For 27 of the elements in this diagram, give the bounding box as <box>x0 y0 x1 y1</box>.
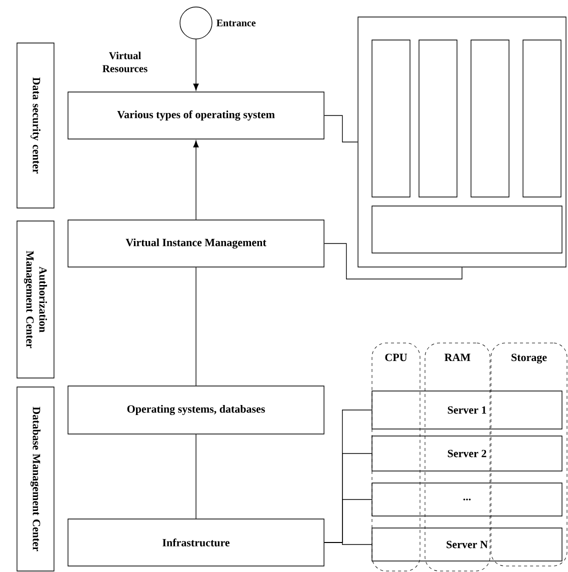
connector <box>324 115 358 142</box>
server-box: Server N <box>372 528 562 562</box>
software-box <box>470 40 510 198</box>
connector <box>193 140 199 220</box>
connector <box>324 542 372 545</box>
center-box: Authorization Management Center <box>16 220 54 378</box>
software-box <box>522 40 562 198</box>
resource-region: Storage <box>490 342 568 566</box>
software-box <box>418 40 458 198</box>
process-box: Operating systems, databases <box>68 386 324 434</box>
software-box <box>372 206 562 254</box>
server-box: Server 1 <box>372 390 562 430</box>
software-box <box>372 40 410 198</box>
center-box: Data security center <box>16 42 54 208</box>
center-box: Database Management Center <box>16 386 54 572</box>
process-box: Infrastructure <box>68 518 324 566</box>
software-panel <box>358 16 566 268</box>
node-caption: Entrance <box>216 20 256 26</box>
process-box: Various types of operating system <box>68 92 324 140</box>
entrance-circle <box>180 6 212 40</box>
label-text: Virtual Resources <box>102 52 148 72</box>
connector <box>193 39 199 91</box>
server-box: Server 2 <box>372 436 562 472</box>
connector <box>324 243 462 280</box>
process-box: Virtual Instance Management <box>68 220 324 268</box>
server-box: ... <box>372 482 562 516</box>
resource-region: CPU <box>372 342 420 572</box>
